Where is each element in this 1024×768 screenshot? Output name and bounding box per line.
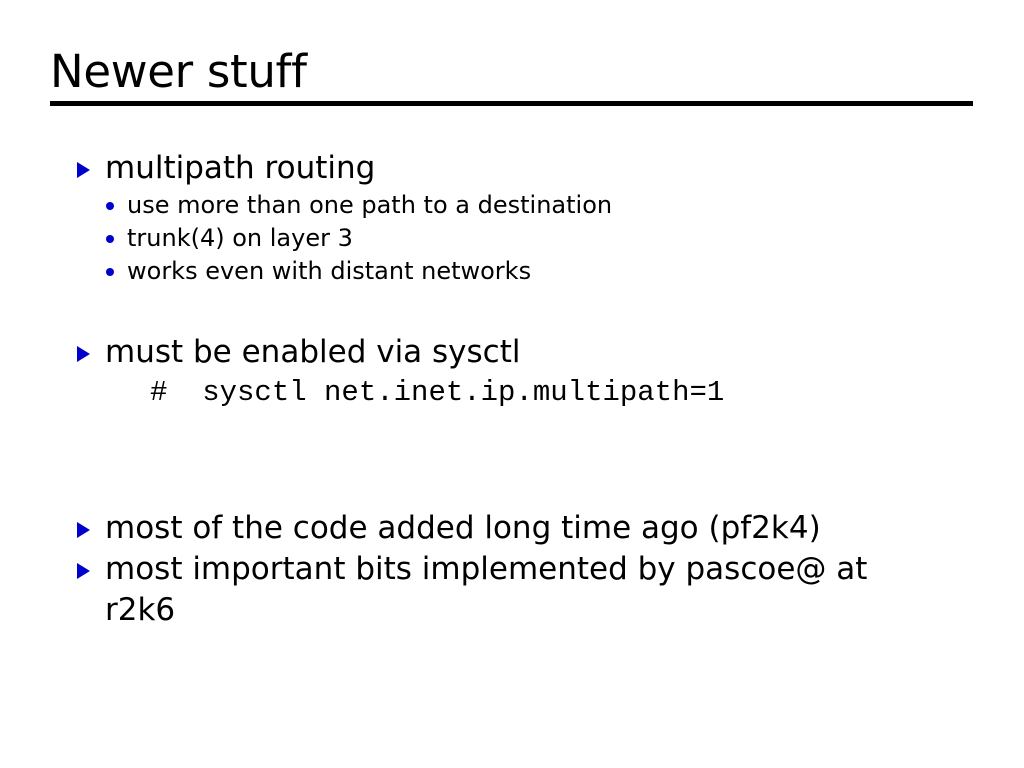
- spacer: [75, 310, 975, 332]
- title-divider: [50, 101, 973, 106]
- command-line-text: # sysctl net.inet.ip.multipath=1: [150, 376, 725, 409]
- sub-bullet-label: works even with distant networks: [127, 257, 532, 285]
- sub-bullet-label: use more than one path to a destination: [127, 191, 613, 219]
- bullet-item-level2: trunk(4) on layer 3: [75, 222, 975, 255]
- triangle-right-icon: [77, 563, 90, 579]
- bullet-item-level2: works even with distant networks: [75, 255, 975, 288]
- triangle-right-icon: [77, 346, 90, 362]
- bullet-label: most of the code added long time ago (pf…: [105, 510, 821, 546]
- bullet-item-level2: use more than one path to a destination: [75, 189, 975, 222]
- content-group-sysctl: must be enabled via sysctl # sysctl net.…: [75, 332, 975, 413]
- bullet-label: must be enabled via sysctl: [105, 334, 521, 370]
- dot-icon: [106, 235, 114, 243]
- title-block: Newer stuff: [50, 46, 974, 106]
- spacer: [75, 413, 975, 508]
- bullet-label: most important bits implemented by pasco…: [105, 551, 868, 628]
- bullet-label: multipath routing: [105, 150, 376, 186]
- dot-icon: [106, 202, 114, 210]
- bullet-item-level1: multipath routing: [75, 148, 975, 189]
- spacer: [75, 288, 975, 310]
- content-group-history: most of the code added long time ago (pf…: [75, 508, 975, 631]
- content-group-multipath: multipath routing use more than one path…: [75, 148, 975, 288]
- triangle-right-icon: [77, 162, 90, 178]
- sub-bullet-list: use more than one path to a destination …: [75, 189, 975, 288]
- triangle-right-icon: [77, 522, 90, 538]
- dot-icon: [106, 268, 114, 276]
- slide-body: multipath routing use more than one path…: [75, 148, 975, 631]
- bullet-item-level1: must be enabled via sysctl: [75, 332, 975, 373]
- sub-bullet-label: trunk(4) on layer 3: [127, 224, 353, 252]
- page-title: Newer stuff: [50, 45, 307, 98]
- bullet-item-level1: most of the code added long time ago (pf…: [75, 508, 975, 549]
- bullet-item-level1: most important bits implemented by pasco…: [75, 549, 975, 631]
